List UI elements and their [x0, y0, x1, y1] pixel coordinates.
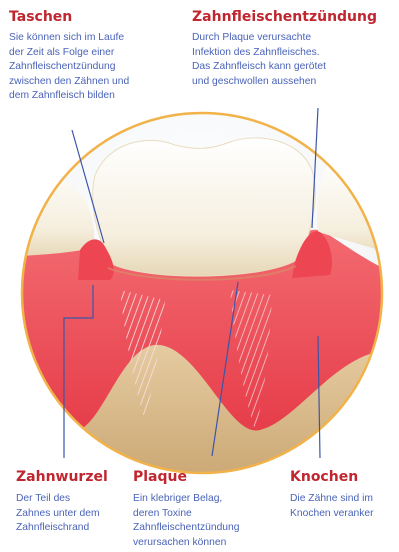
tooth-crown [93, 138, 316, 276]
text-line: Durch Plaque verursachte [192, 31, 326, 46]
text-line: zwischen den Zähnen und [9, 75, 129, 90]
text-line: Zahnes unter dem [16, 507, 100, 522]
text-line: verursachen können [133, 536, 239, 551]
label-zahnwurzel-desc: Der Teil des Zahnes unter dem Zahnfleisc… [16, 492, 100, 536]
label-plaque-title: Plaque [133, 469, 187, 486]
text-line: Der Teil des [16, 492, 100, 507]
label-knochen-desc: Die Zähne sind im Knochen veranker [290, 492, 374, 521]
text-line: Zahnfleischentzündung [9, 60, 129, 75]
text-line: dem Zahnfleisch bilden [9, 89, 129, 104]
label-zahnwurzel-title: Zahnwurzel [16, 469, 108, 486]
label-knochen-title: Knochen [290, 469, 358, 486]
label-zahnfleischentzuendung-desc: Durch Plaque verursachte Infektion des Z… [192, 31, 326, 89]
label-zahnfleischentzuendung-title: Zahnfleischentzündung [192, 9, 377, 26]
text-line: und geschwollen aussehen [192, 75, 326, 90]
label-taschen-desc: Sie können sich im Laufe der Zeit als Fo… [9, 31, 129, 104]
text-line: Zahnfleischrand [16, 521, 100, 536]
text-line: Infektion des Zahnfleisches. [192, 46, 326, 61]
text-line: Das Zahnfleisch kann gerötet [192, 60, 326, 75]
text-line: der Zeit als Folge einer [9, 46, 129, 61]
label-plaque-desc: Ein klebriger Belag, deren Toxine Zahnfl… [133, 492, 239, 550]
text-line: deren Toxine [133, 507, 239, 522]
text-line: Die Zähne sind im [290, 492, 374, 507]
text-line: Ein klebriger Belag, [133, 492, 239, 507]
label-taschen-title: Taschen [9, 9, 72, 26]
text-line: Knochen veranker [290, 507, 374, 522]
text-line: Sie können sich im Laufe [9, 31, 129, 46]
text-line: Zahnfleischentzündung [133, 521, 239, 536]
